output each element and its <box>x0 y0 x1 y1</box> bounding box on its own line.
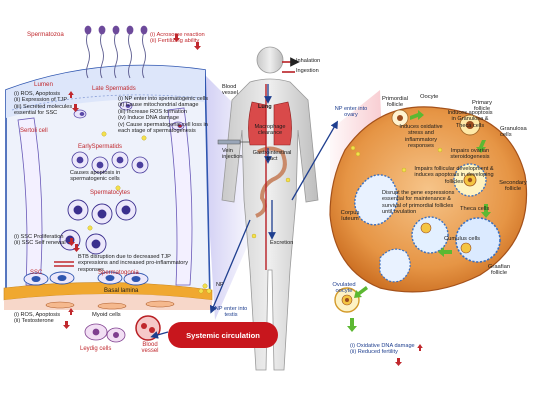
np-effect-5: (v) Cause spermatogenic cell loss in <box>118 121 208 128</box>
graafian-label: Graafian follicle <box>487 264 511 277</box>
effect-acrosome: (i) Acrosome reaction <box>150 32 205 38</box>
np-effects: (i) NP enter into spermatogenic cells (i… <box>118 96 208 134</box>
systemic-circulation-bar: Systemic circulation <box>168 322 278 348</box>
ssc-label: SSC <box>30 270 43 276</box>
np-effect-6: each stage of spermatogenesis <box>118 128 196 135</box>
lumen-effect-3: (iii) Secreted molecules <box>14 103 73 110</box>
spermatogonia-cells <box>23 271 149 286</box>
np-enter-ovary-label: NP enter into ovary <box>334 106 368 119</box>
inner-membrane <box>11 94 201 111</box>
lumen-effect-2: (ii) Expression of TJP <box>14 97 68 104</box>
corpus-label: Corpus luteum <box>340 210 360 223</box>
testis-blood-vessel-label: Blood vessel <box>141 342 159 355</box>
ssc-effect-1: (i) SSC Proliferation <box>14 234 64 240</box>
lungs <box>248 101 292 146</box>
sperm-heads <box>84 25 148 35</box>
macrophage-label: Macrophage clearance <box>254 124 286 137</box>
np-legend-dots <box>198 177 291 294</box>
oocyte-effect-1: (i) Oxidative DNA damage <box>350 343 415 349</box>
np-enter-testis-label: NP enter into testis <box>214 306 248 319</box>
np-effect-4: (iv) Induce DNA damage <box>118 115 179 122</box>
late-spermatids <box>73 101 185 131</box>
arrow-sys-to-testis <box>150 331 169 339</box>
spermatozoa-group <box>86 31 146 79</box>
lumen-effect-1: (i) ROS, Apoptosis <box>14 91 61 97</box>
human-body <box>221 46 319 371</box>
np-effect-2: (ii) Cause mitochondrial damage <box>118 102 199 109</box>
btb-disruption-mark <box>54 261 74 267</box>
early-spermatids-label: EarlySpermatids <box>78 144 123 150</box>
np-legend-label: NP <box>216 282 224 288</box>
testis-blood-vessel <box>135 315 161 341</box>
arrow-to-testis <box>209 219 251 314</box>
theca-label: Theca cells <box>460 206 490 212</box>
np-effect-3: (iii) Increase ROS formation <box>118 108 188 115</box>
late-spermatids-label: Late Spermatids <box>92 86 136 92</box>
gi-label: Gastrointestinal tract <box>252 150 292 163</box>
spermatozoa-effects: (i) Acrosome reaction (ii) Fertilizing a… <box>150 32 205 45</box>
ovary-np-particles <box>350 145 443 173</box>
lung-label: Lung <box>258 104 272 110</box>
vein-label: Vein injection <box>222 148 243 161</box>
ovulated-oocyte-cell <box>334 287 360 313</box>
effect-arrows <box>63 34 423 366</box>
antral-follicle <box>411 216 449 254</box>
gi-tract <box>255 146 287 218</box>
secondary-label: Secondary follicle <box>499 180 527 193</box>
btb-effect: BTB disruption due to decreased TJP expr… <box>78 254 189 273</box>
leydig-label: Leydig cells <box>80 346 112 352</box>
ssc-effect-2: (ii) SSC Self renewal <box>14 240 66 247</box>
testis-np-particles <box>87 131 147 231</box>
inhalation-label: Inhalation <box>296 58 321 64</box>
spermatogonia-label: Spermatogonia <box>98 270 139 276</box>
leydig-effect-1: (i) ROS, Apoptosis <box>14 312 61 318</box>
granulosa-label: Granulosa cells <box>500 126 527 139</box>
ingestion-label: Ingestion <box>296 68 319 74</box>
impairs-steroid: Impairs ovarian steroidogenesis <box>450 148 490 161</box>
lumen-label: Lumen <box>34 81 53 88</box>
spermatocytes-label: Spermatocytes <box>90 190 131 196</box>
lumen-effect-4: essential for SSC <box>14 110 58 117</box>
secondary-follicle <box>453 163 487 197</box>
induces-oxidative: Induces oxidative stress and inflammator… <box>399 124 443 150</box>
basal-lamina-label: Basal lamina <box>104 288 139 294</box>
cumulus-label: Cumulus cells <box>444 236 481 242</box>
lumen-effects: (i) ROS, Apoptosis (ii) Expression of TJ… <box>14 91 72 117</box>
effect-fertilizing: (ii) Fertilizing ability <box>150 38 200 45</box>
sertoli-label: Sertoli cell <box>20 128 48 134</box>
blood-vessel-label: Blood vessel <box>222 84 238 97</box>
arrow-to-ovary <box>291 120 338 201</box>
excretion-label: Excretion <box>270 240 294 246</box>
graafian-follicle <box>455 217 501 263</box>
ovary-green-arrows <box>347 110 491 332</box>
myoid-label: Myoid cells <box>92 312 121 318</box>
primary-follicle <box>459 114 481 136</box>
spermatozoa-label: Spermatozoa <box>27 31 64 38</box>
myoid-cells <box>45 300 175 310</box>
primordial-label: Primordial follicle <box>381 96 409 109</box>
leydig-effect-2: (ii) Testosterone <box>14 318 54 325</box>
corpus-luteum <box>354 174 399 226</box>
disrupt-gene: Disrupt the gene expressions essential f… <box>382 190 455 216</box>
impairs-follicular: Impairs follicular development & induces… <box>414 166 494 185</box>
early-spermatids <box>71 151 149 174</box>
early-effect: Causes apoptosis in spermatogenic cells <box>69 170 121 183</box>
sertoli-cells <box>17 107 193 286</box>
leydig-cells <box>84 323 126 343</box>
leydig-effects: (i) ROS, Apoptosis (ii) Testosterone <box>14 312 60 325</box>
np-effect-1: (i) NP enter into spermatogenic cells <box>118 96 209 102</box>
ssc-effects: (i) SSC Proliferation (ii) SSC Self rene… <box>14 234 66 247</box>
ruptured-follicle <box>379 248 411 283</box>
ovulated-label: Ovulated oocyte <box>332 282 356 295</box>
primordial-follicle <box>391 109 409 127</box>
oocyte-top-label: Oocyte <box>420 94 439 100</box>
oocyte-effects: (i) Oxidative DNA damage (ii) Reduced fe… <box>350 343 415 356</box>
primary-label: Primary follicle <box>472 100 492 113</box>
induces-apoptosis: Induces apoptosis in Granulosa & Theca c… <box>447 110 493 129</box>
oocyte-effect-2: (ii) Reduced fertility <box>350 349 398 356</box>
lumen-region <box>6 65 205 118</box>
syringe <box>217 139 250 145</box>
